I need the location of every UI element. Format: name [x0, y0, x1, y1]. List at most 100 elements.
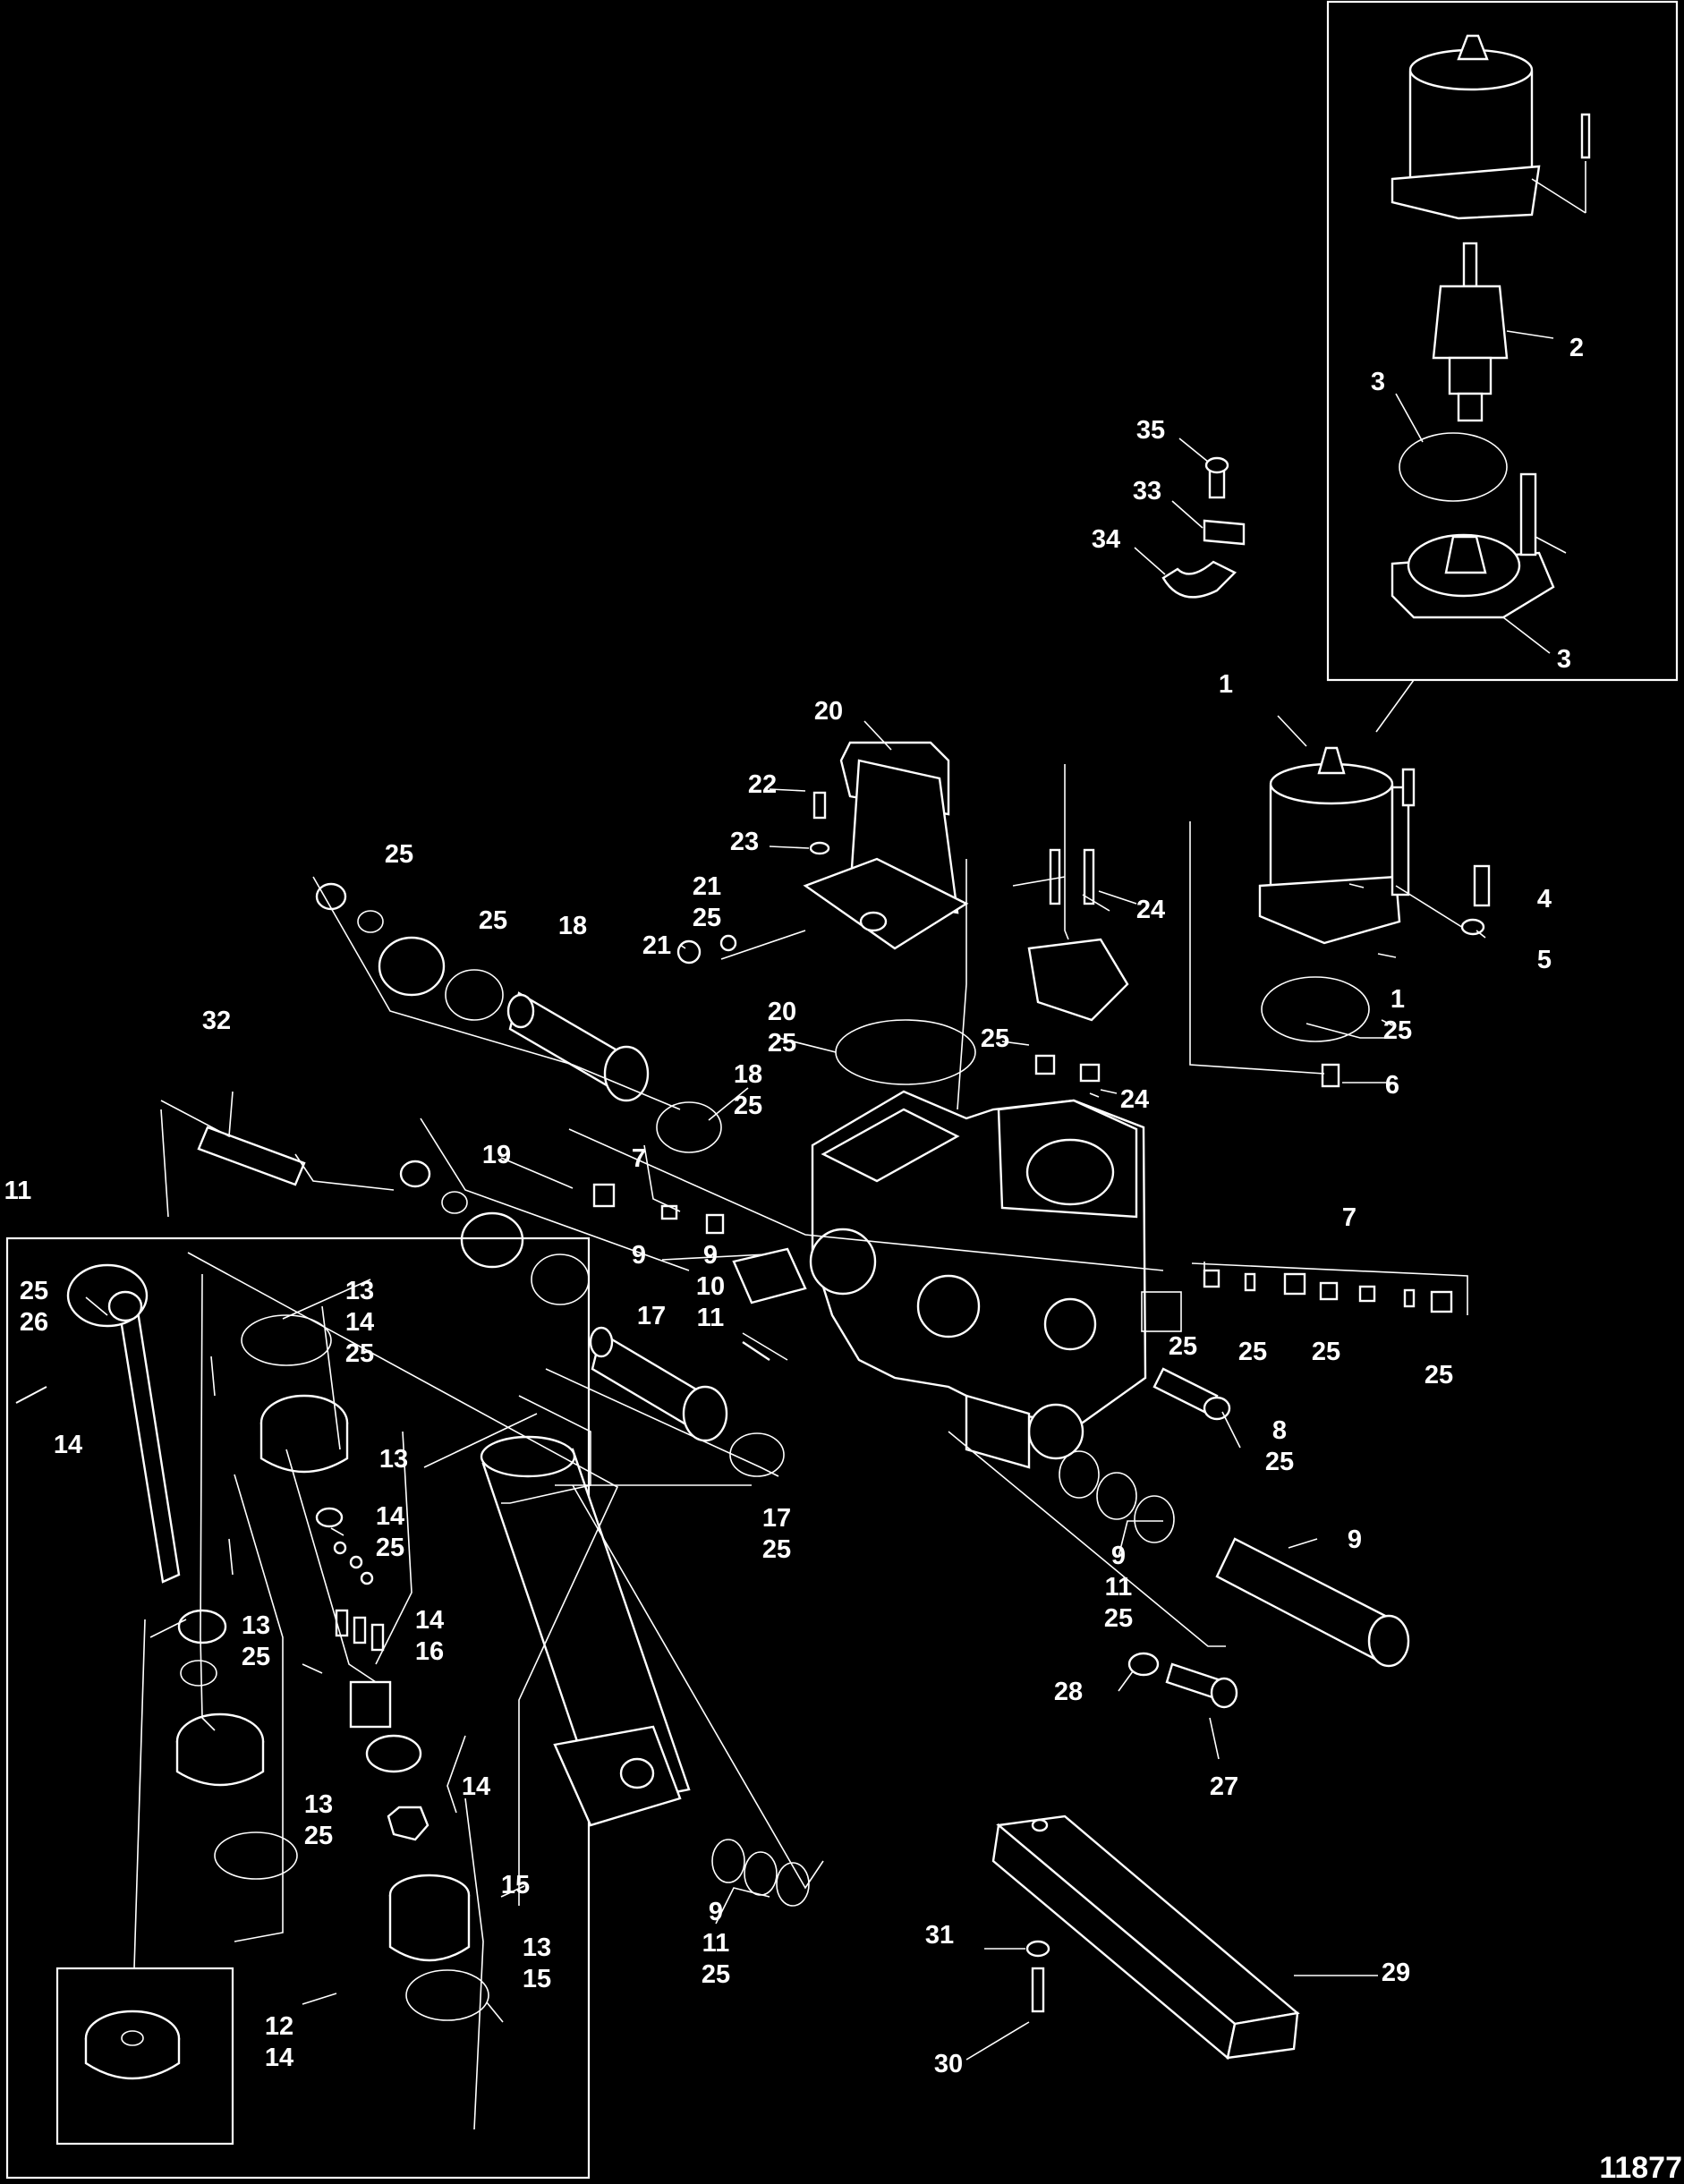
callout-c9c: 9	[1348, 1525, 1362, 1554]
callout-c1a: 1	[1219, 670, 1233, 699]
piston-assembly-13	[241, 1314, 430, 1841]
callout-line: 4	[1537, 885, 1552, 914]
callout-line: 16	[415, 1637, 444, 1666]
callout-c24b: 24	[1120, 1085, 1149, 1114]
reservoir-housing	[803, 720, 969, 950]
motor-assembly	[1258, 746, 1468, 945]
callout-line: 25	[768, 1029, 796, 1058]
callout-line: 10	[696, 1272, 725, 1301]
callout-c11: 11	[4, 1177, 32, 1205]
callout-c17a: 17	[637, 1302, 666, 1330]
callout-line: 9	[709, 1898, 723, 1926]
callout-line: 25	[702, 1960, 730, 1989]
callout-line: 14	[345, 1308, 374, 1337]
callout-c25d: 25	[1169, 1332, 1197, 1361]
manual-release-valve	[1027, 848, 1137, 1094]
motor-coupler	[1321, 1063, 1340, 1088]
callout-line: 25	[376, 1534, 404, 1562]
callout-line: 25	[242, 1643, 270, 1671]
trim-ram	[66, 1263, 181, 1584]
callout-c3b: 3	[1557, 645, 1571, 674]
callout-line: 3	[1371, 368, 1385, 396]
callout-line: 24	[1120, 1085, 1149, 1114]
callout-line: 13	[523, 1933, 551, 1962]
anode-screw	[1025, 1940, 1050, 2013]
callout-c23: 23	[730, 828, 759, 856]
callout-c25g: 25	[1425, 1361, 1453, 1389]
motor-can	[1391, 34, 1591, 220]
clamp-hardware	[1134, 438, 1246, 599]
callout-c34: 34	[1092, 525, 1120, 554]
callout-c9a: 9	[632, 1241, 646, 1270]
callout-line: 22	[748, 770, 777, 799]
callout-c25f: 25	[1312, 1338, 1340, 1366]
callout-c25b: 25	[479, 906, 507, 935]
callout-line: 18	[558, 912, 587, 940]
callout-line: 12	[265, 2012, 293, 2041]
callout-line: 25	[1238, 1338, 1267, 1366]
callout-c5: 5	[1537, 946, 1552, 974]
callout-c25a: 25	[385, 840, 413, 869]
callout-line: 25	[981, 1024, 1009, 1053]
callout-line: 25	[734, 1092, 762, 1120]
callout-line: 25	[20, 1277, 48, 1305]
callout-c14d: 14	[462, 1772, 490, 1801]
callout-c27: 27	[1210, 1772, 1238, 1801]
callout-c18a: 18	[558, 912, 587, 940]
callout-c35: 35	[1136, 416, 1165, 445]
piston-13	[175, 1609, 298, 1880]
tilt-tube-18	[506, 991, 722, 1153]
callout-line: 6	[1385, 1071, 1399, 1100]
pump-manifold	[809, 1090, 1147, 1469]
tilt-tube-17	[589, 1326, 785, 1477]
callout-c2: 2	[1569, 334, 1584, 362]
callout-line: 11	[697, 1304, 725, 1332]
callout-line: 26	[20, 1308, 48, 1337]
callout-line: 2	[1569, 334, 1584, 362]
callout-c33: 33	[1133, 477, 1161, 506]
callout-line: 7	[632, 1144, 646, 1173]
callout-line: 25	[1104, 1604, 1133, 1633]
callout-line: 25	[1383, 1016, 1412, 1045]
callout-line: 13	[242, 1611, 270, 1640]
callout-line: 11	[4, 1177, 32, 1205]
callout-line: 21	[642, 931, 671, 960]
end-cap-15	[388, 1874, 489, 2021]
motor-inset-frame	[1326, 0, 1679, 682]
tilt-pin-9	[1059, 1450, 1410, 1668]
callout-c13b: 13	[379, 1445, 408, 1474]
callout-c22: 22	[748, 770, 777, 799]
callout-line: 27	[1210, 1772, 1238, 1801]
callout-line: 14	[376, 1502, 404, 1531]
callout-c15: 15	[501, 1871, 530, 1899]
leader-lines	[85, 715, 1486, 2130]
piston-12	[84, 2010, 181, 2080]
callout-c21b: 21	[642, 931, 671, 960]
callout-line: 25	[385, 840, 413, 869]
callout-c25c: 25	[981, 1024, 1009, 1053]
callout-line: 14	[265, 2044, 293, 2072]
callout-line: 14	[462, 1772, 490, 1801]
callout-line: 23	[730, 828, 759, 856]
anode-block	[991, 1814, 1300, 2061]
motor-detail-inset	[1326, 0, 1679, 733]
check-valves-left	[592, 1183, 725, 1235]
pin-9	[732, 1247, 807, 1361]
callout-line: 25	[762, 1535, 791, 1564]
callout-line: 25	[345, 1339, 374, 1368]
callout-c24a: 24	[1136, 896, 1165, 924]
callout-line: 13	[345, 1277, 374, 1305]
callout-line: 21	[693, 872, 721, 901]
trim-cylinder	[480, 1435, 691, 1827]
callout-line: 29	[1382, 1959, 1410, 1987]
